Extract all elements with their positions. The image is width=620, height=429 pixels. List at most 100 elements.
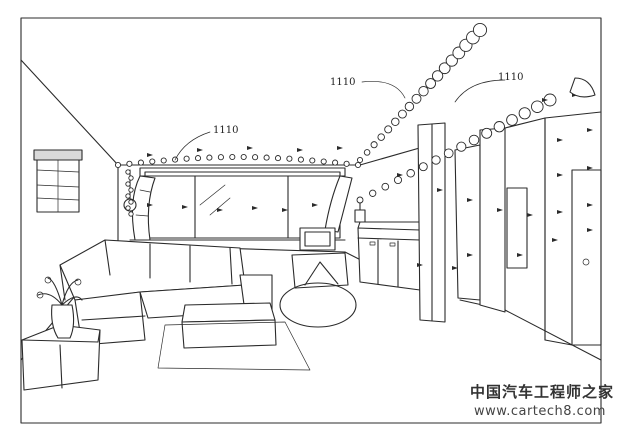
light-bead: [125, 181, 131, 187]
right-wall: [504, 111, 602, 346]
light-bead: [468, 134, 480, 146]
light-bead: [128, 199, 134, 205]
light-marker: [147, 203, 153, 207]
watermark-title: 中国汽车工程师之家: [470, 383, 615, 401]
light-bead: [229, 153, 236, 161]
curtains: [131, 175, 353, 241]
light-marker: [182, 205, 188, 209]
reference-callouts: 1110 1110 1110: [174, 72, 523, 161]
light-marker: [467, 253, 473, 257]
light-marker: [587, 166, 593, 170]
light-bead: [381, 182, 390, 191]
light-bead: [425, 78, 437, 89]
light-bead: [506, 114, 518, 126]
light-marker: [557, 138, 563, 142]
light-bead: [206, 154, 213, 161]
television: [291, 227, 349, 289]
light-bead: [418, 162, 428, 172]
light-bead: [309, 157, 316, 164]
light-marker: [497, 208, 503, 212]
ref-label-1110-left: 1110: [213, 125, 238, 136]
light-marker: [557, 210, 563, 214]
light-bead: [125, 169, 131, 175]
light-bead: [443, 148, 454, 159]
light-marker: [337, 146, 343, 150]
light-marker: [542, 98, 548, 102]
light-bead: [297, 156, 304, 163]
light-marker: [587, 203, 593, 207]
light-marker: [467, 198, 473, 202]
light-marker: [252, 206, 258, 210]
floor-light-pool: [279, 282, 357, 328]
light-marker: [417, 263, 423, 267]
ref-label-1110-middle: 1110: [330, 77, 355, 88]
light-marker: [312, 203, 318, 207]
light-bead: [370, 141, 378, 149]
left-window: [33, 149, 83, 213]
plant-vase: [36, 276, 83, 339]
light-bead: [128, 175, 134, 181]
light-bead: [481, 127, 493, 139]
light-bead: [125, 205, 131, 211]
light-marker: [297, 148, 303, 152]
light-bead: [393, 175, 403, 185]
light-marker: [282, 208, 288, 212]
light-bead: [343, 160, 350, 167]
light-bead: [418, 86, 429, 97]
coffee-table: [181, 302, 277, 349]
light-bead: [126, 160, 133, 167]
light-string-arrows: [147, 93, 593, 270]
light-bead: [149, 158, 156, 165]
light-bead: [391, 117, 400, 127]
rug: [157, 321, 311, 371]
light-bead: [320, 158, 327, 165]
light-bead: [252, 154, 259, 161]
light-bead: [369, 189, 377, 197]
light-bead: [397, 109, 407, 119]
light-string: [114, 22, 557, 217]
light-bead: [194, 155, 202, 162]
column: [417, 122, 506, 323]
light-bead: [445, 54, 458, 67]
light-marker: [397, 173, 403, 177]
ceiling-fixture: [569, 77, 596, 98]
light-bead: [354, 161, 362, 169]
light-bead: [128, 211, 134, 217]
light-bead: [160, 157, 167, 164]
light-bead: [472, 22, 488, 38]
light-bead: [456, 141, 467, 152]
light-bead: [240, 153, 247, 161]
light-marker: [587, 228, 593, 232]
light-bead: [286, 155, 293, 162]
light-bead: [431, 155, 441, 165]
light-bead: [377, 133, 385, 141]
light-bead: [274, 155, 282, 162]
light-bead: [114, 161, 122, 169]
light-marker: [452, 266, 458, 270]
light-marker: [247, 146, 253, 150]
light-marker: [517, 253, 523, 257]
light-bead: [128, 187, 134, 193]
light-bead: [438, 62, 451, 75]
light-bead: [363, 149, 371, 156]
light-bead: [263, 154, 270, 161]
light-bead: [384, 125, 393, 134]
light-bead: [406, 169, 415, 178]
light-marker: [437, 188, 443, 192]
cabinet: [357, 221, 421, 291]
light-bead: [356, 156, 364, 164]
light-bead: [531, 100, 544, 113]
light-bead: [125, 193, 131, 199]
light-bead: [404, 101, 415, 112]
watermark-url: www.cartech8.com: [474, 404, 606, 419]
light-bead: [183, 155, 190, 162]
light-bead: [518, 107, 531, 120]
light-marker: [587, 128, 593, 132]
light-marker: [147, 153, 153, 157]
light-bead: [217, 154, 224, 161]
ref-label-1110-right: 1110: [498, 72, 523, 83]
light-marker: [217, 208, 223, 212]
light-bead: [493, 121, 505, 133]
light-bead: [431, 70, 444, 82]
